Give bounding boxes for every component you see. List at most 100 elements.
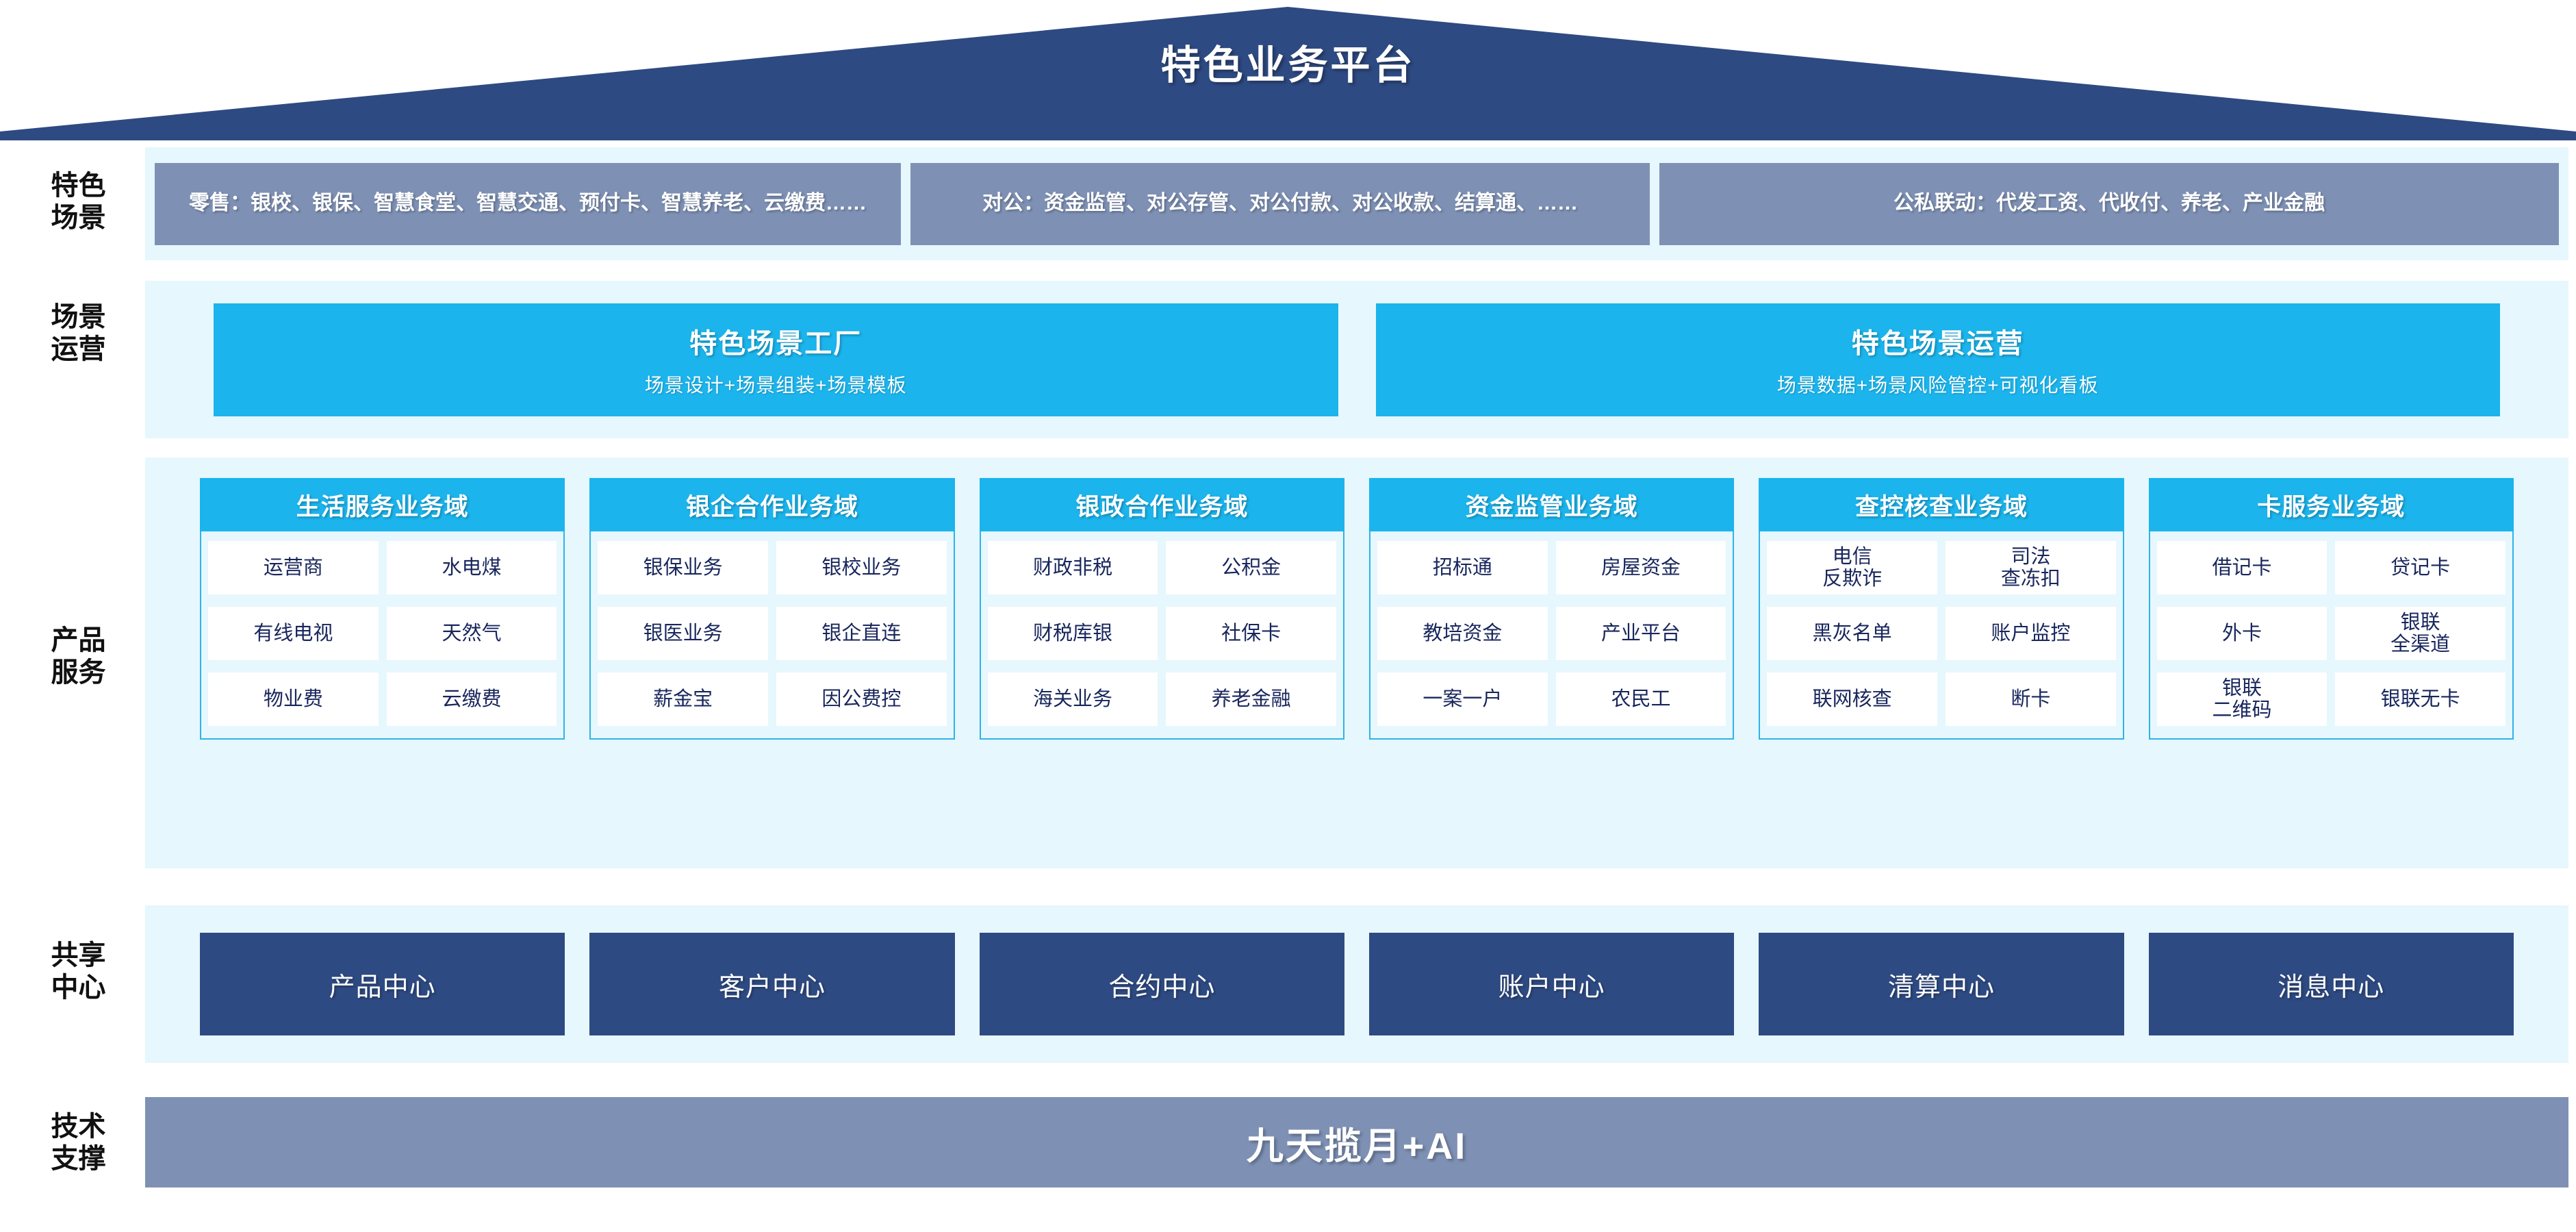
- roof-shape-icon: [0, 7, 2576, 140]
- shared-center-card[interactable]: 客户中心: [589, 933, 955, 1035]
- shared-center-card[interactable]: 消息中心: [2148, 933, 2514, 1035]
- product-item-cell[interactable]: 有线电视: [208, 607, 379, 660]
- product-item-cell[interactable]: 一案一户: [1377, 672, 1548, 726]
- product-item-cell[interactable]: 联网核查: [1767, 672, 1937, 726]
- product-domain-column: 卡服务业务域借记卡贷记卡外卡银联 全渠道银联 二维码银联无卡: [2148, 478, 2514, 740]
- product-domain-column: 银政合作业务域财政非税公积金财税库银社保卡海关业务养老金融: [979, 478, 1344, 740]
- product-item-cell[interactable]: 农民工: [1555, 672, 1726, 726]
- product-item-cell[interactable]: 银联无卡: [2335, 672, 2505, 726]
- product-domain-body: 招标通房屋资金教培资金产业平台一案一户农民工: [1368, 531, 1735, 740]
- product-domain-column: 查控核查业务域电信 反欺诈司法 查冻扣黑灰名单账户监控联网核查断卡: [1759, 478, 2124, 740]
- product-item-cell[interactable]: 银保业务: [598, 541, 768, 594]
- product-domain-row: 财税库银社保卡: [987, 607, 1336, 660]
- product-domain-row: 一案一户农民工: [1377, 672, 1726, 726]
- row-label-tech: 技术 支撑: [51, 1111, 106, 1174]
- product-item-cell[interactable]: 房屋资金: [1555, 541, 1726, 594]
- product-item-cell[interactable]: 外卡: [2156, 607, 2328, 660]
- product-item-cell[interactable]: 断卡: [1945, 672, 2116, 726]
- shared-center-card[interactable]: 产品中心: [200, 933, 565, 1035]
- product-domain-body: 运营商水电煤有线电视天然气物业费云缴费: [200, 531, 565, 740]
- tech-support-title: 九天揽月+AI: [1246, 1125, 1468, 1167]
- product-item-cell[interactable]: 电信 反欺诈: [1767, 541, 1937, 594]
- product-domain-row: 外卡银联 全渠道: [2156, 607, 2505, 660]
- operation-card-factory-title: 特色场景工厂: [689, 329, 863, 359]
- product-domain-row: 借记卡贷记卡: [2156, 541, 2505, 594]
- operation-card-operations-subtitle: 场景数据+场景风险管控+可视化看板: [1776, 375, 2099, 396]
- row-label-product: 产品 服务: [51, 625, 106, 688]
- product-domain-row: 黑灰名单账户监控: [1767, 607, 2116, 660]
- product-item-cell[interactable]: 薪金宝: [598, 672, 768, 726]
- shared-center-band: 产品中心客户中心合约中心账户中心清算中心消息中心: [145, 905, 2568, 1063]
- product-item-cell[interactable]: 银联 全渠道: [2335, 607, 2505, 660]
- row-label-scene: 特色 场景: [51, 171, 106, 234]
- product-item-cell[interactable]: 司法 查冻扣: [1945, 541, 2116, 594]
- product-domain-title[interactable]: 卡服务业务域: [2148, 478, 2514, 531]
- product-domain-row: 薪金宝因公费控: [598, 672, 947, 726]
- product-domain-body: 电信 反欺诈司法 查冻扣黑灰名单账户监控联网核查断卡: [1759, 531, 2124, 740]
- product-item-cell[interactable]: 物业费: [208, 672, 379, 726]
- product-domain-title[interactable]: 生活服务业务域: [200, 478, 565, 531]
- product-item-cell[interactable]: 账户监控: [1945, 607, 2116, 660]
- product-item-cell[interactable]: 社保卡: [1166, 607, 1336, 660]
- scene-card-corporate[interactable]: 对公：资金监管、对公存管、对公付款、对公收款、结算通、……: [910, 162, 1650, 245]
- product-domain-row: 银医业务银企直连: [598, 607, 947, 660]
- scene-band: 零售：银校、银保、智慧食堂、智慧交通、预付卡、智慧养老、云缴费…… 对公：资金监…: [145, 147, 2568, 260]
- product-domain-body: 财政非税公积金财税库银社保卡海关业务养老金融: [979, 531, 1344, 740]
- product-item-cell[interactable]: 银校业务: [776, 541, 947, 594]
- tech-support-band: 九天揽月+AI: [145, 1097, 2568, 1187]
- product-item-cell[interactable]: 银企直连: [776, 607, 947, 660]
- product-item-cell[interactable]: 借记卡: [2156, 541, 2328, 594]
- product-item-cell[interactable]: 黑灰名单: [1767, 607, 1937, 660]
- product-item-cell[interactable]: 教培资金: [1377, 607, 1548, 660]
- product-item-cell[interactable]: 招标通: [1377, 541, 1548, 594]
- product-item-cell[interactable]: 财政非税: [987, 541, 1158, 594]
- product-domain-title[interactable]: 查控核查业务域: [1759, 478, 2124, 531]
- shared-center-card[interactable]: 账户中心: [1368, 933, 1735, 1035]
- product-item-cell[interactable]: 银医业务: [598, 607, 768, 660]
- product-item-cell[interactable]: 贷记卡: [2335, 541, 2505, 594]
- product-item-cell[interactable]: 公积金: [1166, 541, 1336, 594]
- scene-card-retail[interactable]: 零售：银校、银保、智慧食堂、智慧交通、预付卡、智慧养老、云缴费……: [155, 162, 901, 245]
- product-domain-row: 物业费云缴费: [208, 672, 557, 726]
- product-item-cell[interactable]: 云缴费: [386, 672, 557, 726]
- scene-card-linkage[interactable]: 公私联动：代发工资、代收付、养老、产业金融: [1659, 162, 2559, 245]
- product-item-cell[interactable]: 财税库银: [987, 607, 1158, 660]
- product-domain-row: 有线电视天然气: [208, 607, 557, 660]
- product-band: 生活服务业务域运营商水电煤有线电视天然气物业费云缴费银企合作业务域银保业务银校业…: [145, 457, 2568, 868]
- product-domain-body: 银保业务银校业务银医业务银企直连薪金宝因公费控: [589, 531, 955, 740]
- product-item-cell[interactable]: 海关业务: [987, 672, 1158, 726]
- product-item-cell[interactable]: 养老金融: [1166, 672, 1336, 726]
- product-domain-row: 海关业务养老金融: [987, 672, 1336, 726]
- operation-card-operations-title: 特色场景运营: [1851, 329, 2024, 359]
- product-domain-column: 银企合作业务域银保业务银校业务银医业务银企直连薪金宝因公费控: [589, 478, 955, 740]
- page-title: 特色业务平台: [1160, 43, 1416, 88]
- product-domain-column: 资金监管业务域招标通房屋资金教培资金产业平台一案一户农民工: [1368, 478, 1735, 740]
- product-domain-title[interactable]: 银政合作业务域: [979, 478, 1344, 531]
- product-domain-row: 教培资金产业平台: [1377, 607, 1726, 660]
- shared-center-card[interactable]: 清算中心: [1759, 933, 2124, 1035]
- product-domain-row: 招标通房屋资金: [1377, 541, 1726, 594]
- product-item-cell[interactable]: 产业平台: [1555, 607, 1726, 660]
- shared-center-card[interactable]: 合约中心: [979, 933, 1344, 1035]
- operation-card-factory-subtitle: 场景设计+场景组装+场景模板: [644, 375, 907, 396]
- product-domain-title[interactable]: 资金监管业务域: [1368, 478, 1735, 531]
- product-item-cell[interactable]: 因公费控: [776, 672, 947, 726]
- product-item-cell[interactable]: 天然气: [386, 607, 557, 660]
- row-label-shared: 共享 中心: [51, 940, 106, 1003]
- operation-band: 特色场景工厂 场景设计+场景组装+场景模板 特色场景运营 场景数据+场景风险管控…: [145, 281, 2568, 438]
- row-label-operation: 场景 运营: [51, 302, 106, 365]
- product-domain-row: 运营商水电煤: [208, 541, 557, 594]
- product-domain-row: 财政非税公积金: [987, 541, 1336, 594]
- platform-roof-banner: 特色业务平台: [0, 0, 2576, 140]
- product-item-cell[interactable]: 银联 二维码: [2156, 672, 2328, 726]
- product-domain-row: 联网核查断卡: [1767, 672, 2116, 726]
- product-item-cell[interactable]: 运营商: [208, 541, 379, 594]
- product-domain-title[interactable]: 银企合作业务域: [589, 478, 955, 531]
- product-domain-row: 银保业务银校业务: [598, 541, 947, 594]
- operation-card-factory[interactable]: 特色场景工厂 场景设计+场景组装+场景模板: [214, 303, 1338, 416]
- product-domain-row: 电信 反欺诈司法 查冻扣: [1767, 541, 2116, 594]
- operation-card-operations[interactable]: 特色场景运营 场景数据+场景风险管控+可视化看板: [1375, 303, 2500, 416]
- product-domain-body: 借记卡贷记卡外卡银联 全渠道银联 二维码银联无卡: [2148, 531, 2514, 740]
- product-item-cell[interactable]: 水电煤: [386, 541, 557, 594]
- product-domain-column: 生活服务业务域运营商水电煤有线电视天然气物业费云缴费: [200, 478, 565, 740]
